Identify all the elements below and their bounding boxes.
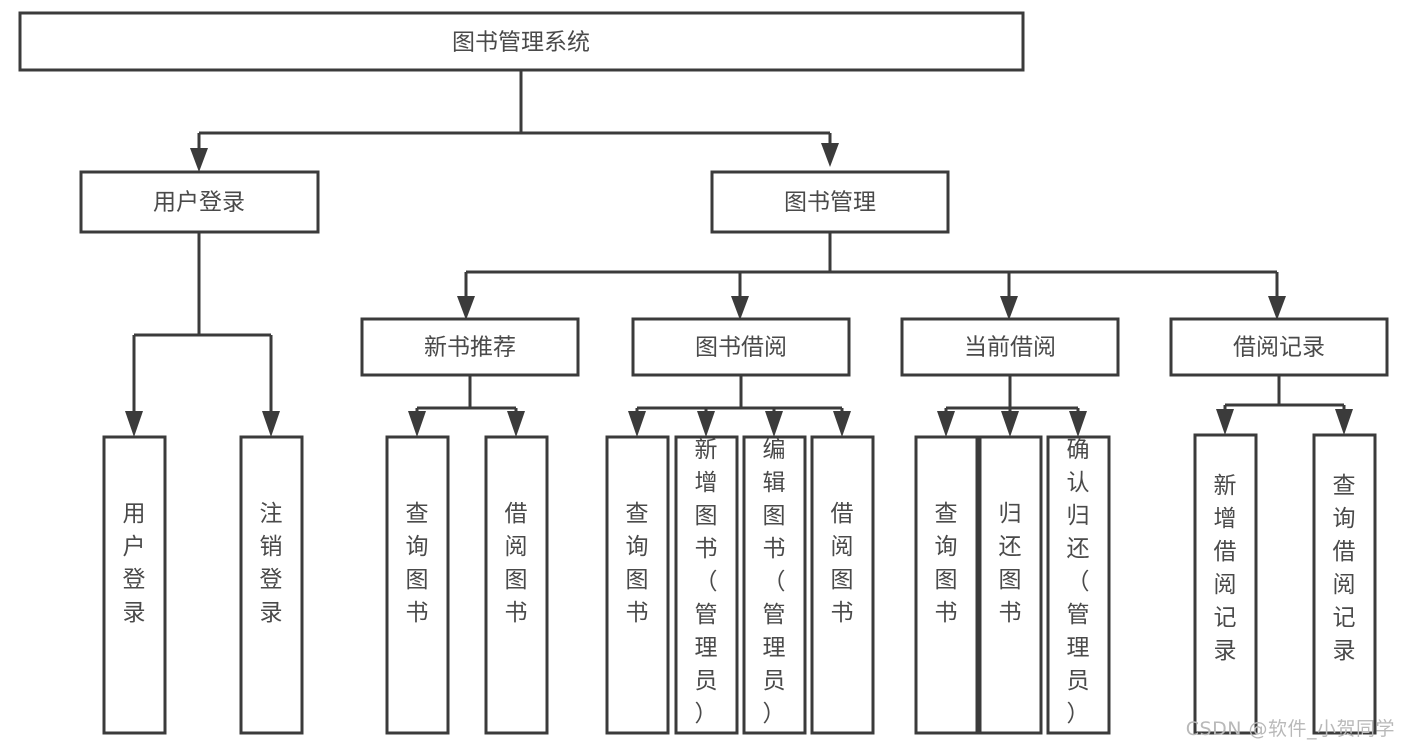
book-management-box[interactable] bbox=[710, 170, 950, 234]
new-book-recommend-box[interactable] bbox=[360, 317, 580, 377]
arrow-book-borrow bbox=[731, 296, 749, 320]
arrow-leaf-return-book bbox=[1001, 411, 1019, 437]
current-borrow-label: 当前借阅 bbox=[964, 335, 1056, 361]
node-leaf-confirm-return[interactable]: 确认归还（管理员） bbox=[1046, 435, 1111, 735]
book-borrow-label: 图书借阅 bbox=[695, 335, 787, 361]
book-borrow-box[interactable] bbox=[631, 317, 851, 377]
arrow-leaf-query-book-3 bbox=[937, 411, 955, 437]
leaf-borrow-book-2-label: 借阅图书 bbox=[831, 501, 854, 626]
arrow-leaf-add-record bbox=[1216, 409, 1234, 435]
csdn-watermark: CSDN @软件_小贺同学 bbox=[1185, 718, 1395, 740]
arrow-leaf-add-book bbox=[697, 411, 715, 437]
leaf-query-record-label: 查询借阅记录 bbox=[1333, 473, 1356, 664]
arrow-leaf-borrow-book-2 bbox=[833, 411, 851, 437]
arrow-user-login bbox=[190, 148, 208, 172]
node-current-borrow[interactable]: 当前借阅 bbox=[900, 317, 1120, 377]
leaf-query-book-1-label: 查询图书 bbox=[406, 501, 429, 626]
leaf-return-book-label: 归还图书 bbox=[999, 501, 1022, 626]
arrow-leaf-query-book-2 bbox=[628, 411, 646, 437]
node-user-login[interactable]: 用户登录 bbox=[79, 170, 320, 234]
leaf-confirm-return-box[interactable] bbox=[1046, 435, 1111, 735]
root-box[interactable] bbox=[18, 11, 1025, 72]
leaf-query-book-2-box[interactable] bbox=[605, 435, 670, 735]
arrow-book-management bbox=[821, 143, 839, 167]
arrow-leaf-borrow-book-1 bbox=[507, 411, 525, 437]
leaf-user-logout-label: 注销登录 bbox=[260, 501, 283, 626]
arrow-current-borrow bbox=[1000, 296, 1018, 320]
node-book-borrow[interactable]: 图书借阅 bbox=[631, 317, 851, 377]
leaf-query-record-box[interactable] bbox=[1312, 433, 1377, 735]
leaf-query-book-1-box[interactable] bbox=[385, 435, 450, 735]
borrow-record-box[interactable] bbox=[1169, 317, 1389, 377]
leaf-confirm-return-label: 确认归还（管理员） bbox=[1067, 437, 1090, 727]
leaf-query-book-3-label: 查询图书 bbox=[935, 501, 958, 626]
node-leaf-return-book[interactable]: 归还图书 bbox=[978, 435, 1043, 735]
user-login-box[interactable] bbox=[79, 170, 320, 234]
node-leaf-user-login[interactable]: 用户登录 bbox=[102, 435, 167, 735]
leaf-add-book-label: 新增图书（管理员） bbox=[695, 437, 718, 727]
leaf-user-login-label: 用户登录 bbox=[123, 501, 146, 626]
arrow-new-book-recommend bbox=[457, 296, 475, 320]
node-leaf-borrow-book-2[interactable]: 借阅图书 bbox=[810, 435, 875, 735]
current-borrow-box[interactable] bbox=[900, 317, 1120, 377]
new-book-recommend-label: 新书推荐 bbox=[424, 335, 516, 361]
node-book-management[interactable]: 图书管理 bbox=[710, 170, 950, 234]
leaf-edit-book-box[interactable] bbox=[742, 435, 807, 735]
node-leaf-query-book-2[interactable]: 查询图书 bbox=[605, 435, 670, 735]
leaf-add-book-box[interactable] bbox=[674, 435, 739, 735]
user-login-label: 用户登录 bbox=[153, 190, 245, 216]
leaf-borrow-book-1-box[interactable] bbox=[484, 435, 549, 735]
arrow-borrow-record bbox=[1268, 296, 1286, 320]
node-leaf-query-record[interactable]: 查询借阅记录 bbox=[1312, 433, 1377, 735]
leaf-user-logout-box[interactable] bbox=[239, 435, 304, 735]
arrow-leaf-query-book-1 bbox=[408, 411, 426, 437]
leaf-add-record-label: 新增借阅记录 bbox=[1214, 473, 1237, 664]
node-leaf-query-book-3[interactable]: 查询图书 bbox=[914, 435, 979, 735]
leaf-add-record-box[interactable] bbox=[1193, 433, 1258, 735]
leaf-borrow-book-2-box[interactable] bbox=[810, 435, 875, 735]
leaf-query-book-3-box[interactable] bbox=[914, 435, 979, 735]
arrow-leaf-user-login bbox=[125, 411, 143, 437]
arrow-leaf-user-logout bbox=[262, 411, 280, 437]
node-leaf-user-logout[interactable]: 注销登录 bbox=[239, 435, 304, 735]
node-leaf-add-record[interactable]: 新增借阅记录 bbox=[1193, 433, 1258, 735]
root-label: 图书管理系统 bbox=[452, 30, 590, 56]
node-leaf-query-book-1[interactable]: 查询图书 bbox=[385, 435, 450, 735]
node-borrow-record[interactable]: 借阅记录 bbox=[1169, 317, 1389, 377]
arrow-leaf-query-record bbox=[1335, 409, 1353, 435]
leaf-query-book-2-label: 查询图书 bbox=[626, 501, 649, 626]
leaf-edit-book-label: 编辑图书（管理员） bbox=[763, 437, 786, 727]
leaf-user-login-box[interactable] bbox=[102, 435, 167, 735]
node-root[interactable]: 图书管理系统 bbox=[18, 11, 1025, 72]
book-management-label: 图书管理 bbox=[784, 190, 876, 216]
node-leaf-add-book[interactable]: 新增图书（管理员） bbox=[674, 435, 739, 735]
arrow-leaf-edit-book bbox=[765, 411, 783, 437]
borrow-record-label: 借阅记录 bbox=[1233, 335, 1325, 361]
edge-group bbox=[125, 70, 1353, 437]
node-leaf-borrow-book-1[interactable]: 借阅图书 bbox=[484, 435, 549, 735]
node-leaf-edit-book[interactable]: 编辑图书（管理员） bbox=[742, 435, 807, 735]
leaf-return-book-box[interactable] bbox=[978, 435, 1043, 735]
arrow-leaf-confirm-return bbox=[1069, 411, 1087, 437]
node-new-book-recommend[interactable]: 新书推荐 bbox=[360, 317, 580, 377]
leaf-borrow-book-1-label: 借阅图书 bbox=[505, 501, 528, 626]
